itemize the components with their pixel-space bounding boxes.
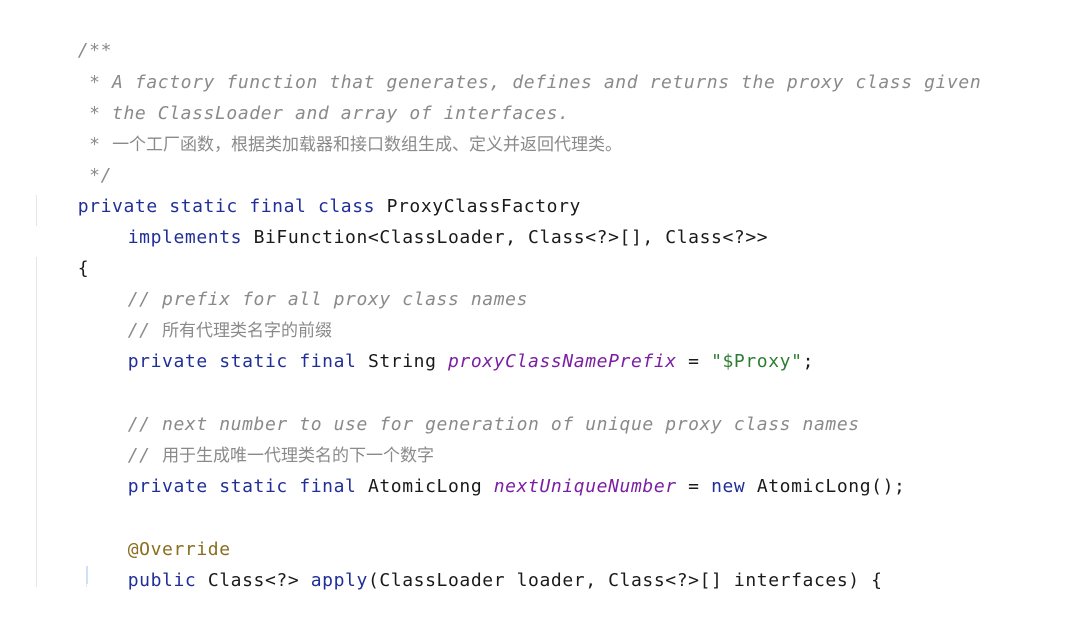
keyword: public	[127, 570, 197, 591]
string-literal: "$Proxy"	[711, 351, 803, 372]
doc-comment-open: /**	[77, 40, 113, 61]
semicolon: ;	[802, 351, 814, 372]
class-name: ProxyClassFactory	[386, 196, 581, 217]
keyword: static	[219, 476, 288, 497]
return-type: Class<?>	[207, 570, 300, 591]
line-comment-chinese: 所有代理类名字的前缀	[162, 321, 333, 341]
indent-guide	[36, 195, 37, 226]
keyword: private	[77, 196, 158, 217]
code-line: */	[32, 129, 112, 186]
keyword: new	[711, 476, 746, 497]
text-caret	[86, 566, 88, 584]
doc-comment-text: * the ClassLoader and array of interface…	[77, 103, 570, 124]
code-editor[interactable]: /** * A factory function that generates,…	[0, 0, 1080, 591]
line-comment-prefix: //	[127, 320, 163, 341]
keyword: final	[299, 476, 357, 497]
code-line: private static final AtomicLong nextUniq…	[82, 440, 906, 497]
code-line: private static final String proxyClassNa…	[82, 315, 814, 372]
code-line: * A factory function that generates, def…	[32, 36, 981, 93]
code-line: * the ClassLoader and array of interface…	[32, 67, 570, 124]
code-line: // 所有代理类名字的前缀	[82, 284, 332, 341]
field-type: String	[367, 351, 437, 372]
keyword: static	[169, 196, 238, 217]
interface-type: BiFunction<ClassLoader, Class<?>[], Clas…	[253, 227, 769, 248]
code-line: // prefix for all proxy class names	[82, 253, 528, 310]
line-comment: // prefix for all proxy class names	[127, 289, 529, 310]
code-line: // next number to use for generation of …	[82, 378, 860, 435]
doc-comment-star: *	[77, 134, 113, 155]
field-name: proxyClassNamePrefix	[448, 351, 677, 372]
keyword: static	[219, 351, 288, 372]
line-comment-chinese: 用于生成唯一代理类名的下一个数字	[162, 446, 435, 466]
keyword: class	[317, 196, 376, 217]
code-line: @Override	[82, 503, 231, 560]
code-line: implements BiFunction<ClassLoader, Class…	[82, 191, 768, 248]
code-line: {	[32, 222, 89, 279]
indent-guide	[36, 257, 37, 587]
code-line: /**	[32, 4, 112, 61]
constructor-call: AtomicLong();	[756, 476, 906, 497]
keyword: private	[127, 351, 208, 372]
method-params: (ClassLoader loader, Class<?>[] interfac…	[367, 570, 883, 591]
keyword: private	[127, 476, 208, 497]
assign-operator: =	[676, 476, 712, 497]
line-comment-prefix: //	[127, 445, 163, 466]
code-line: // 用于生成唯一代理类名的下一个数字	[82, 409, 434, 466]
doc-comment-text: * A factory function that generates, def…	[77, 72, 982, 93]
code-line: public Class<?> apply(ClassLoader loader…	[82, 534, 883, 591]
open-brace: {	[77, 258, 90, 279]
line-comment: // next number to use for generation of …	[127, 414, 860, 435]
doc-comment-chinese: 一个工厂函数，根据类加载器和接口数组生成、定义并返回代理类。	[112, 135, 623, 155]
doc-comment-close: */	[77, 165, 113, 186]
annotation: @Override	[127, 539, 231, 560]
keyword: implements	[127, 227, 243, 248]
keyword: final	[249, 196, 307, 217]
field-type: AtomicLong	[367, 476, 483, 497]
field-name: nextUniqueNumber	[493, 476, 677, 497]
method-name: apply	[310, 570, 368, 591]
code-line: private static final class ProxyClassFac…	[32, 160, 581, 217]
assign-operator: =	[676, 351, 712, 372]
code-line: * 一个工厂函数，根据类加载器和接口数组生成、定义并返回代理类。	[32, 98, 622, 155]
keyword: final	[299, 351, 357, 372]
